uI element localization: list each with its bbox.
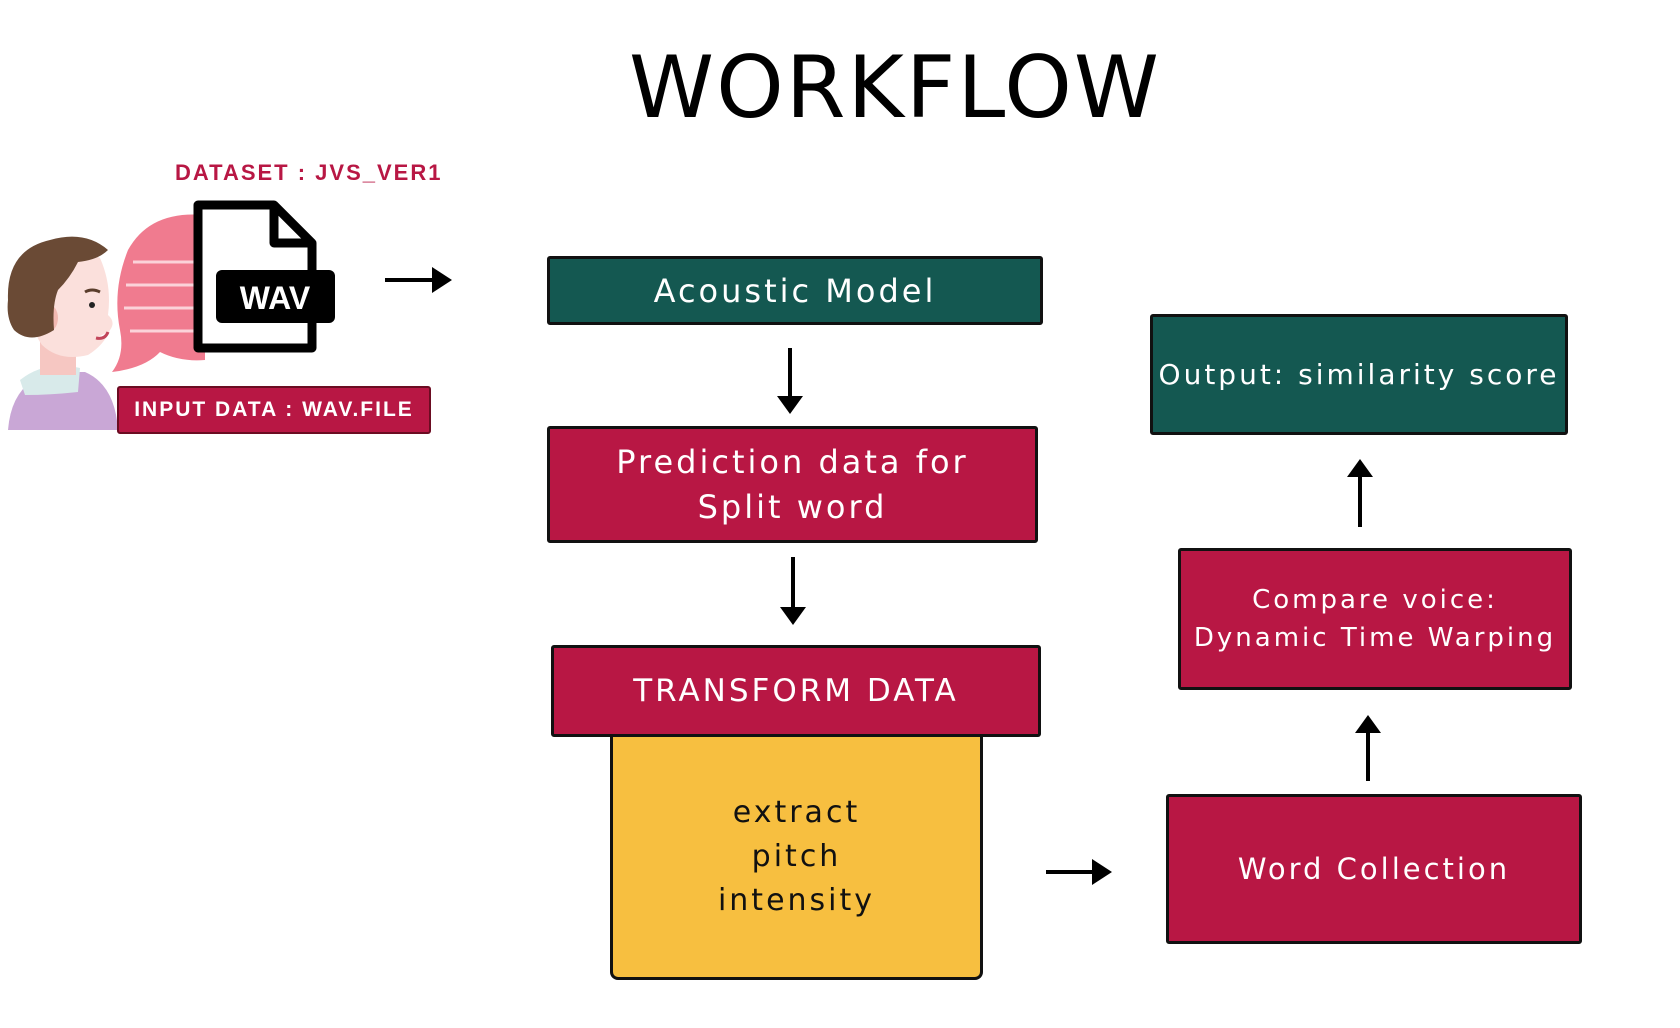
page-title: WORKFLOW [629, 38, 1161, 138]
prediction-node: Prediction data for Split word [547, 426, 1038, 543]
transform-data-node: TRANSFORM DATA [551, 645, 1041, 737]
arrow-compare-to-output [1347, 459, 1373, 527]
extract-label-line2: pitch [751, 839, 842, 874]
flow-arrows [385, 267, 1381, 885]
word-collection-node: Word Collection [1166, 794, 1582, 944]
arrow-collection-to-compare [1355, 715, 1381, 781]
prediction-label-line1: Prediction data for [616, 442, 969, 481]
person-illustration [7, 236, 118, 430]
word-collection-label: Word Collection [1237, 852, 1511, 886]
extract-features-node: extract pitch intensity [610, 737, 983, 980]
wav-label: WAV [240, 280, 311, 316]
acoustic-model-node: Acoustic Model [547, 256, 1043, 325]
dataset-label: DATASET : JVS_VER1 [175, 160, 443, 185]
speech-bubble-icon [112, 214, 205, 372]
output-node: Output: similarity score [1150, 314, 1568, 435]
input-data-label: INPUT DATA : WAV.FILE [117, 386, 431, 434]
arrow-input-to-model [385, 267, 452, 293]
extract-label-line1: extract [732, 795, 861, 830]
arrow-prediction-to-transform [780, 557, 806, 625]
compare-label-line2: Dynamic Time Warping [1193, 623, 1557, 653]
transform-data-label: TRANSFORM DATA [633, 673, 959, 709]
arrow-extract-to-collection [1046, 859, 1112, 885]
arrow-model-to-prediction [777, 348, 803, 414]
extract-label-line3: intensity [717, 883, 876, 918]
acoustic-model-label: Acoustic Model [653, 271, 937, 310]
wav-file-icon: WAV [193, 200, 335, 353]
output-label: Output: similarity score [1158, 358, 1560, 391]
compare-voice-node: Compare voice: Dynamic Time Warping [1178, 548, 1572, 690]
compare-label-line1: Compare voice: [1252, 585, 1498, 615]
prediction-label-line2: Split word [697, 487, 888, 526]
